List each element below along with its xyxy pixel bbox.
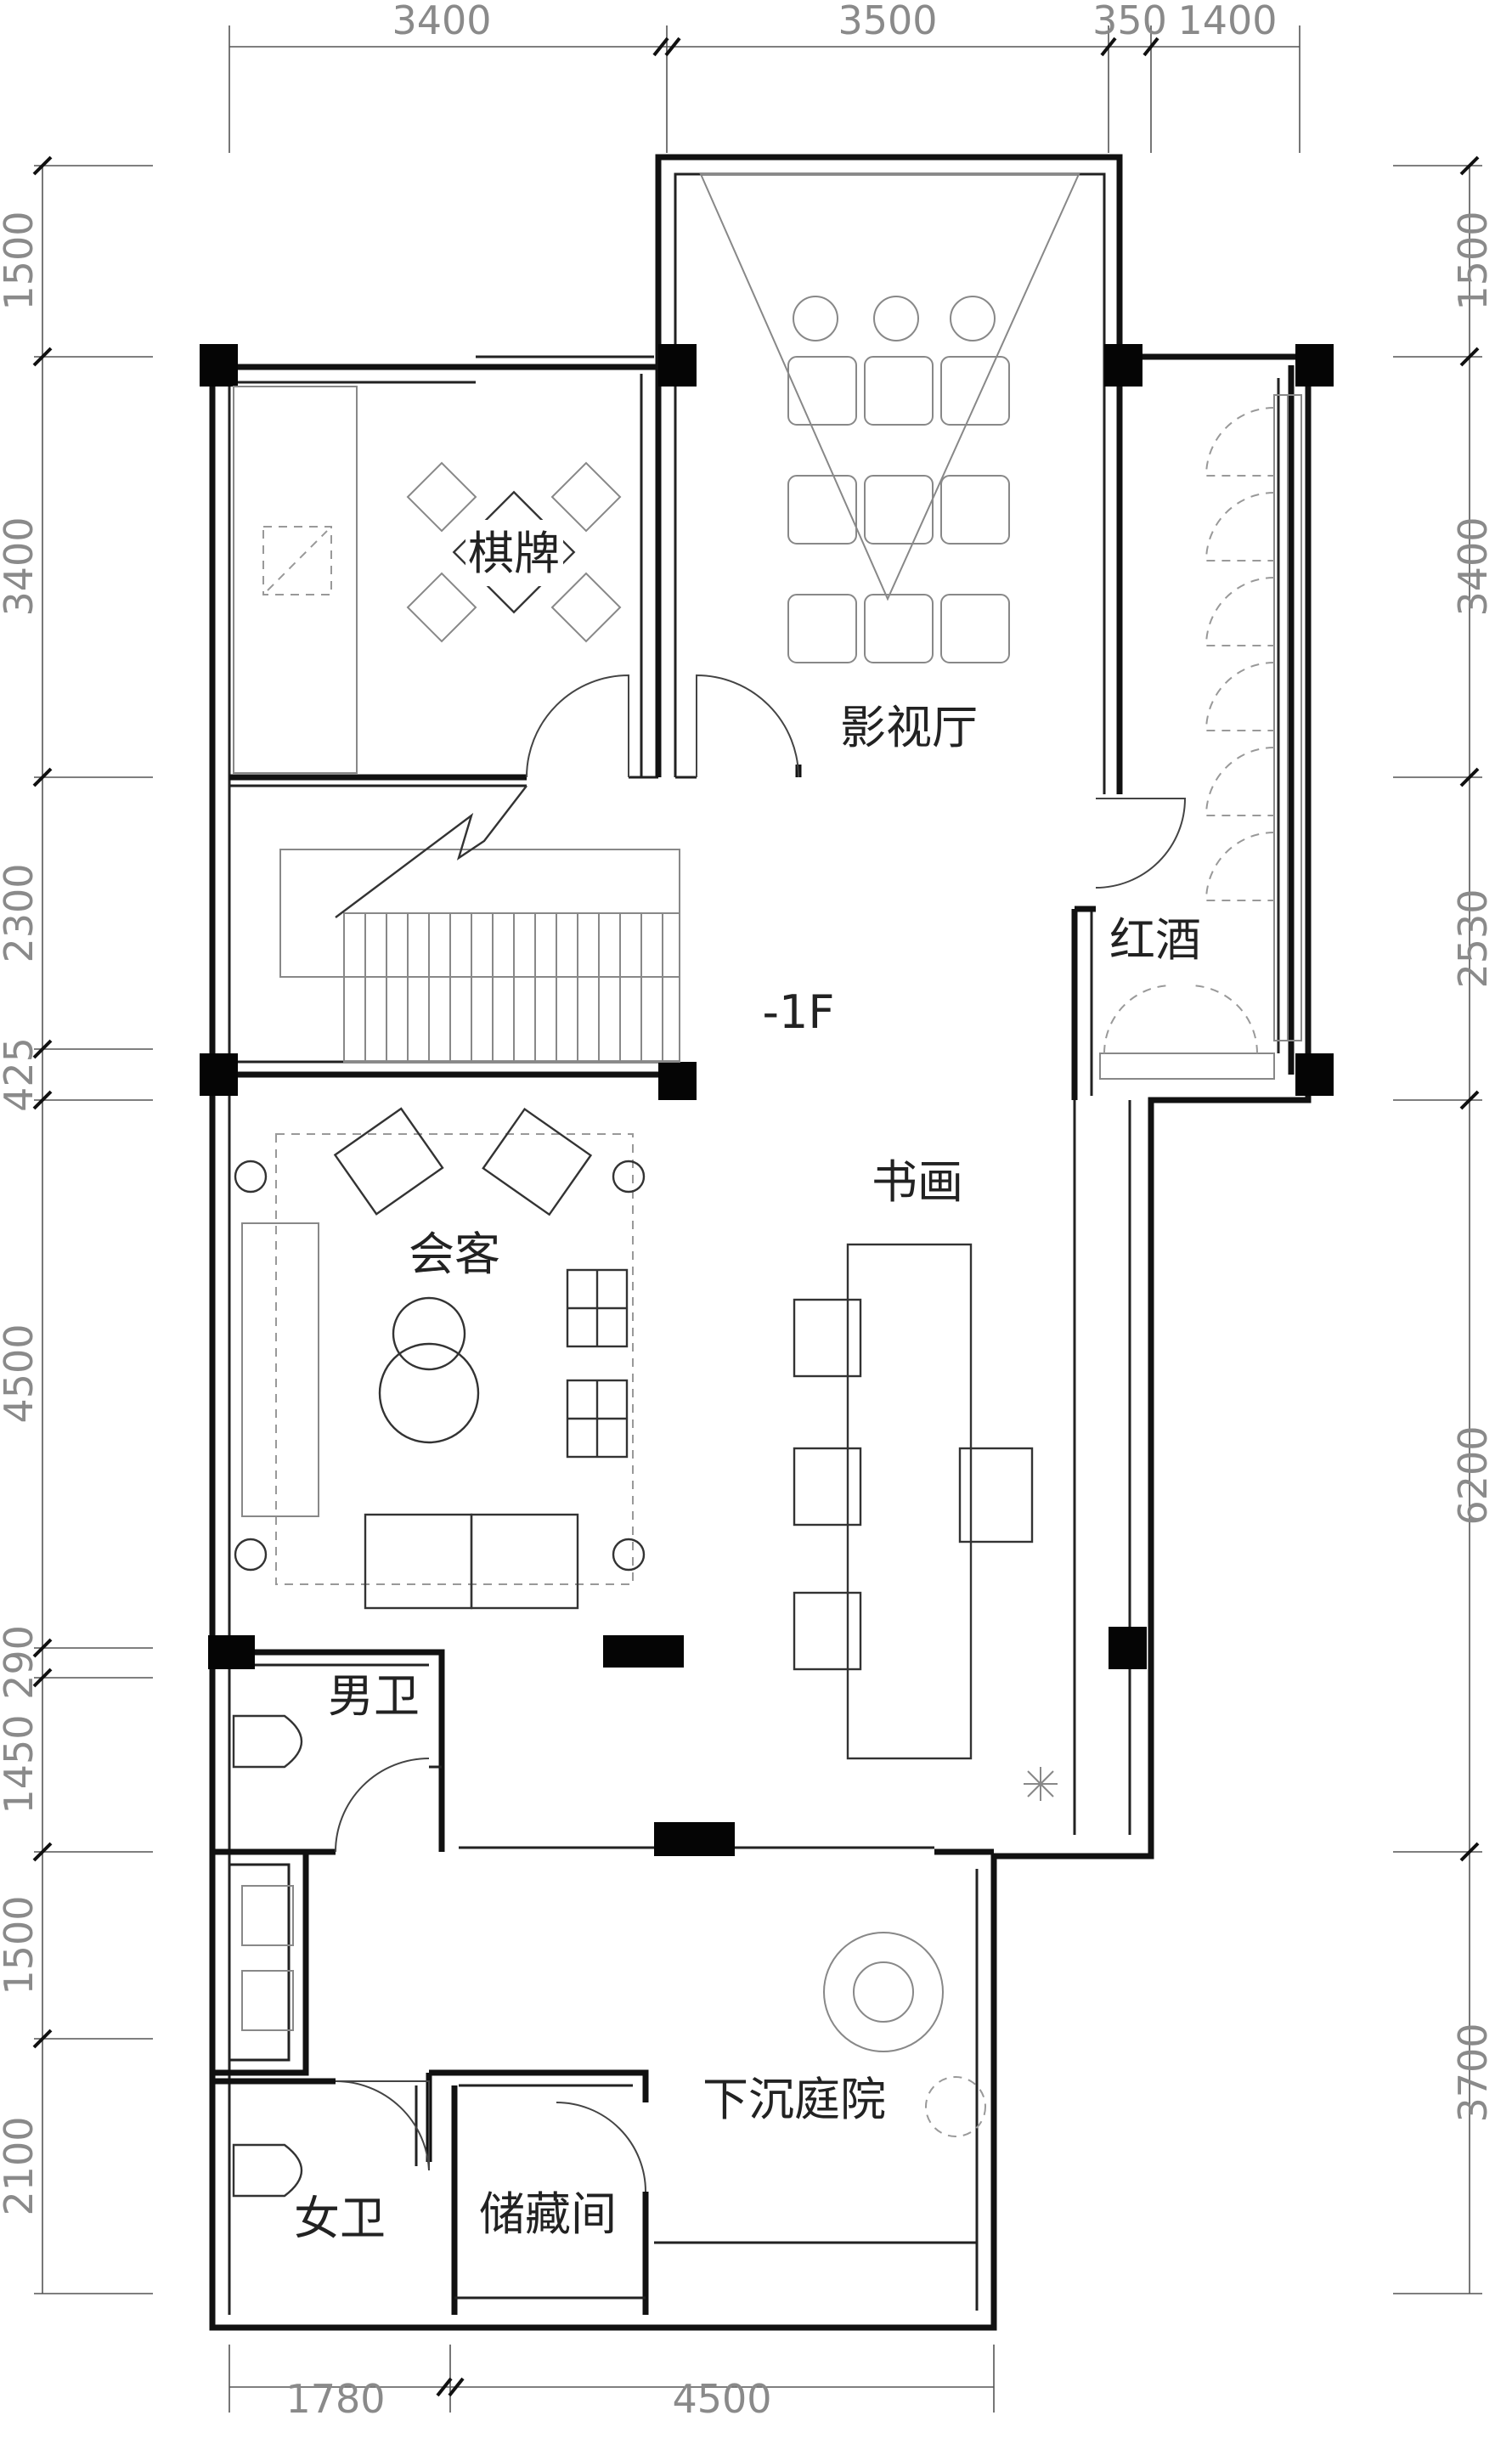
column bbox=[1295, 1053, 1334, 1096]
column bbox=[603, 1635, 684, 1668]
dim-right-2: 3400 bbox=[1450, 516, 1496, 616]
room-label-wine: 红酒 bbox=[1109, 913, 1201, 967]
room-label-theater: 影视厅 bbox=[840, 701, 978, 754]
floor-label: -1F bbox=[763, 985, 835, 1039]
column bbox=[1104, 344, 1142, 387]
doors bbox=[335, 674, 1187, 2193]
column bbox=[658, 344, 697, 387]
painting-table bbox=[793, 1243, 1058, 1801]
dim-left-1: 1500 bbox=[0, 211, 42, 310]
dim-right-1: 1500 bbox=[1450, 211, 1496, 310]
dim-left-9: 2100 bbox=[0, 2116, 42, 2215]
dim-right-4: 6200 bbox=[1450, 1425, 1496, 1525]
dim-right-3: 2530 bbox=[1450, 889, 1496, 988]
column bbox=[208, 1635, 255, 1669]
dim-top-3: 350 bbox=[1092, 0, 1167, 43]
dim-left-4: 425 bbox=[0, 1037, 42, 1112]
dim-bottom-2: 4500 bbox=[672, 2376, 771, 2422]
room-labels: 棋牌 影视厅 红酒 -1F 书画 会客 男卫 女卫 储藏间 下沉庭院 bbox=[294, 520, 1201, 2245]
wine-racks bbox=[1099, 394, 1302, 1080]
column bbox=[200, 344, 238, 387]
column bbox=[658, 1062, 697, 1100]
room-label-mens-wc: 男卫 bbox=[328, 1669, 420, 1723]
dimension-lines bbox=[32, 25, 1482, 2413]
room-label-meeting: 会客 bbox=[409, 1227, 500, 1281]
meeting-furniture bbox=[234, 1107, 646, 1610]
dim-left-8: 1500 bbox=[0, 1895, 42, 1995]
dim-left-3: 2300 bbox=[0, 863, 42, 962]
dim-top-1: 3400 bbox=[392, 0, 491, 43]
column bbox=[654, 1822, 735, 1856]
column bbox=[200, 1053, 238, 1096]
courtyard-plants bbox=[823, 1932, 986, 2137]
dim-left-5: 4500 bbox=[0, 1323, 42, 1423]
room-label-courtyard: 下沉庭院 bbox=[702, 2073, 886, 2126]
theater-furniture bbox=[699, 173, 1080, 663]
dim-top-4: 1400 bbox=[1177, 0, 1277, 43]
dim-left-2: 3400 bbox=[0, 516, 42, 616]
dim-bottom-1: 1780 bbox=[285, 2376, 385, 2422]
dim-top-2: 3500 bbox=[838, 0, 937, 43]
dim-right-5: 3700 bbox=[1450, 2023, 1496, 2122]
dim-left-6: 290 bbox=[0, 1625, 42, 1700]
room-label-storage: 储藏间 bbox=[479, 2187, 617, 2241]
room-label-womens-wc: 女卫 bbox=[294, 2192, 386, 2245]
columns bbox=[200, 344, 1334, 1856]
column bbox=[1109, 1627, 1147, 1669]
room-label-chess: 棋牌 bbox=[468, 527, 560, 580]
walls bbox=[209, 154, 1312, 2331]
toilet-fixtures bbox=[232, 1714, 303, 2198]
room-label-painting: 书画 bbox=[872, 1155, 963, 1209]
column bbox=[1295, 344, 1334, 387]
staircase bbox=[279, 785, 680, 1063]
dim-left-7: 1450 bbox=[0, 1714, 42, 1814]
